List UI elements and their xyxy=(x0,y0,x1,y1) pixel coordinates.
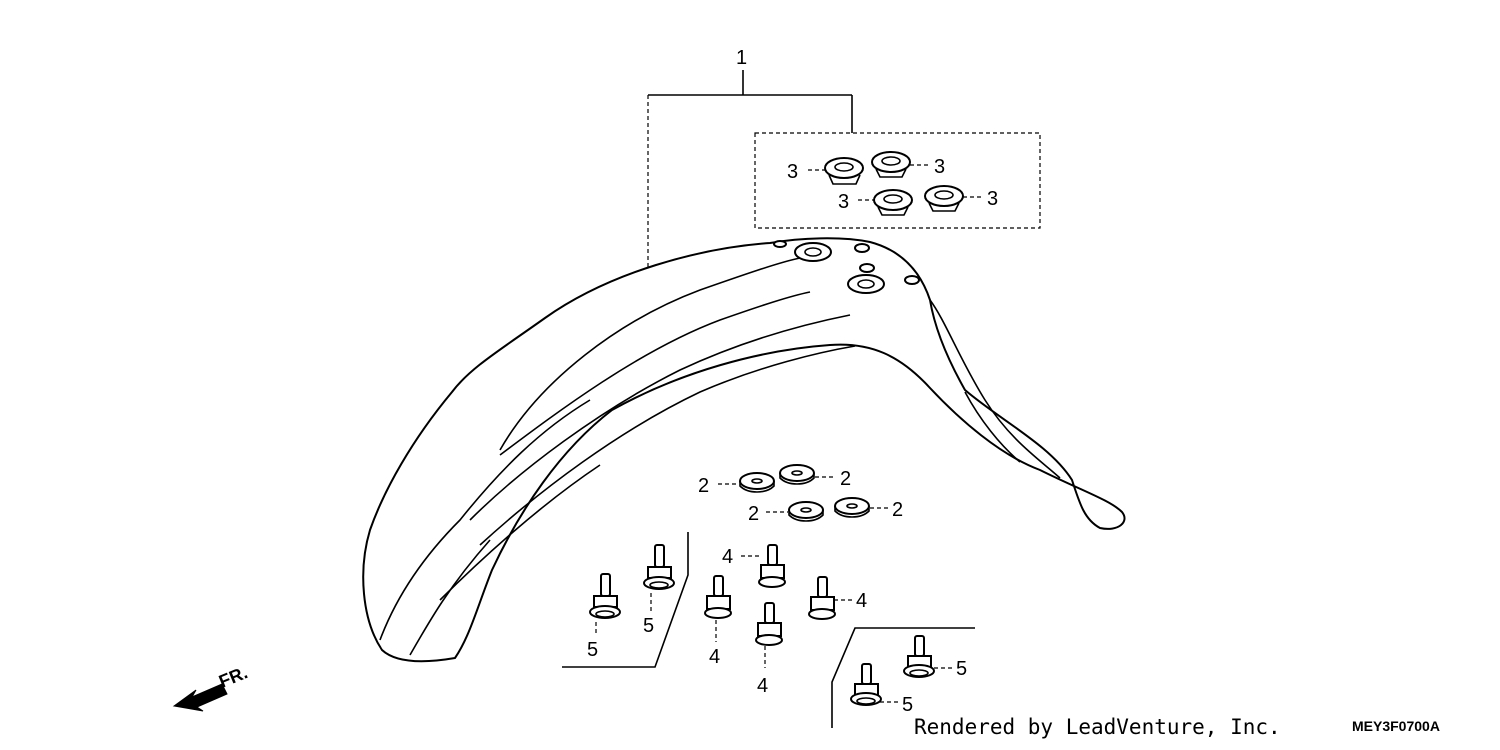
callout-5: 5 xyxy=(902,694,913,716)
washer-icon xyxy=(788,501,824,522)
grommet-icon xyxy=(824,157,864,185)
callout-2: 2 xyxy=(748,503,759,525)
grommet-icon xyxy=(924,185,964,212)
callout-3: 3 xyxy=(787,161,798,183)
washer-icon xyxy=(739,472,775,493)
callout-2: 2 xyxy=(698,475,709,497)
callout-3: 3 xyxy=(838,191,849,213)
callout-5: 5 xyxy=(956,658,967,680)
grommet-group-box xyxy=(754,132,1041,229)
callout-2: 2 xyxy=(840,468,851,490)
callout-3: 3 xyxy=(987,188,998,210)
bolt-icon xyxy=(758,544,786,588)
callout-1-bracket xyxy=(647,70,853,280)
right-bolt-bracket xyxy=(831,627,975,728)
callout-4: 4 xyxy=(757,675,768,697)
callout-4: 4 xyxy=(709,646,720,668)
callout-4: 4 xyxy=(722,546,733,568)
washer-icon xyxy=(834,497,870,518)
bolt-icon xyxy=(808,576,836,620)
callout-4: 4 xyxy=(856,590,867,612)
callout-3: 3 xyxy=(934,156,945,178)
front-direction-arrow-icon xyxy=(172,683,228,712)
washer-icon xyxy=(779,464,815,485)
flange-bolt-icon xyxy=(643,544,675,590)
grommet-icon xyxy=(871,151,911,178)
flange-bolt-icon xyxy=(903,635,935,678)
bolt-icon xyxy=(704,575,732,619)
direction-label: FR. xyxy=(216,662,250,691)
credit-text: Rendered by LeadVenture, Inc. xyxy=(914,715,1281,739)
bolt-icon xyxy=(755,602,783,646)
callout-5: 5 xyxy=(643,615,654,637)
left-bolt-bracket xyxy=(562,532,689,668)
front-fender xyxy=(362,237,1126,663)
callout-2: 2 xyxy=(892,499,903,521)
diagram-code: MEY3F0700A xyxy=(1352,718,1440,734)
callout-5: 5 xyxy=(587,639,598,661)
flange-bolt-icon xyxy=(850,663,882,706)
callout-1: 1 xyxy=(736,47,747,69)
flange-bolt-icon xyxy=(589,573,621,619)
grommet-icon xyxy=(873,189,913,216)
